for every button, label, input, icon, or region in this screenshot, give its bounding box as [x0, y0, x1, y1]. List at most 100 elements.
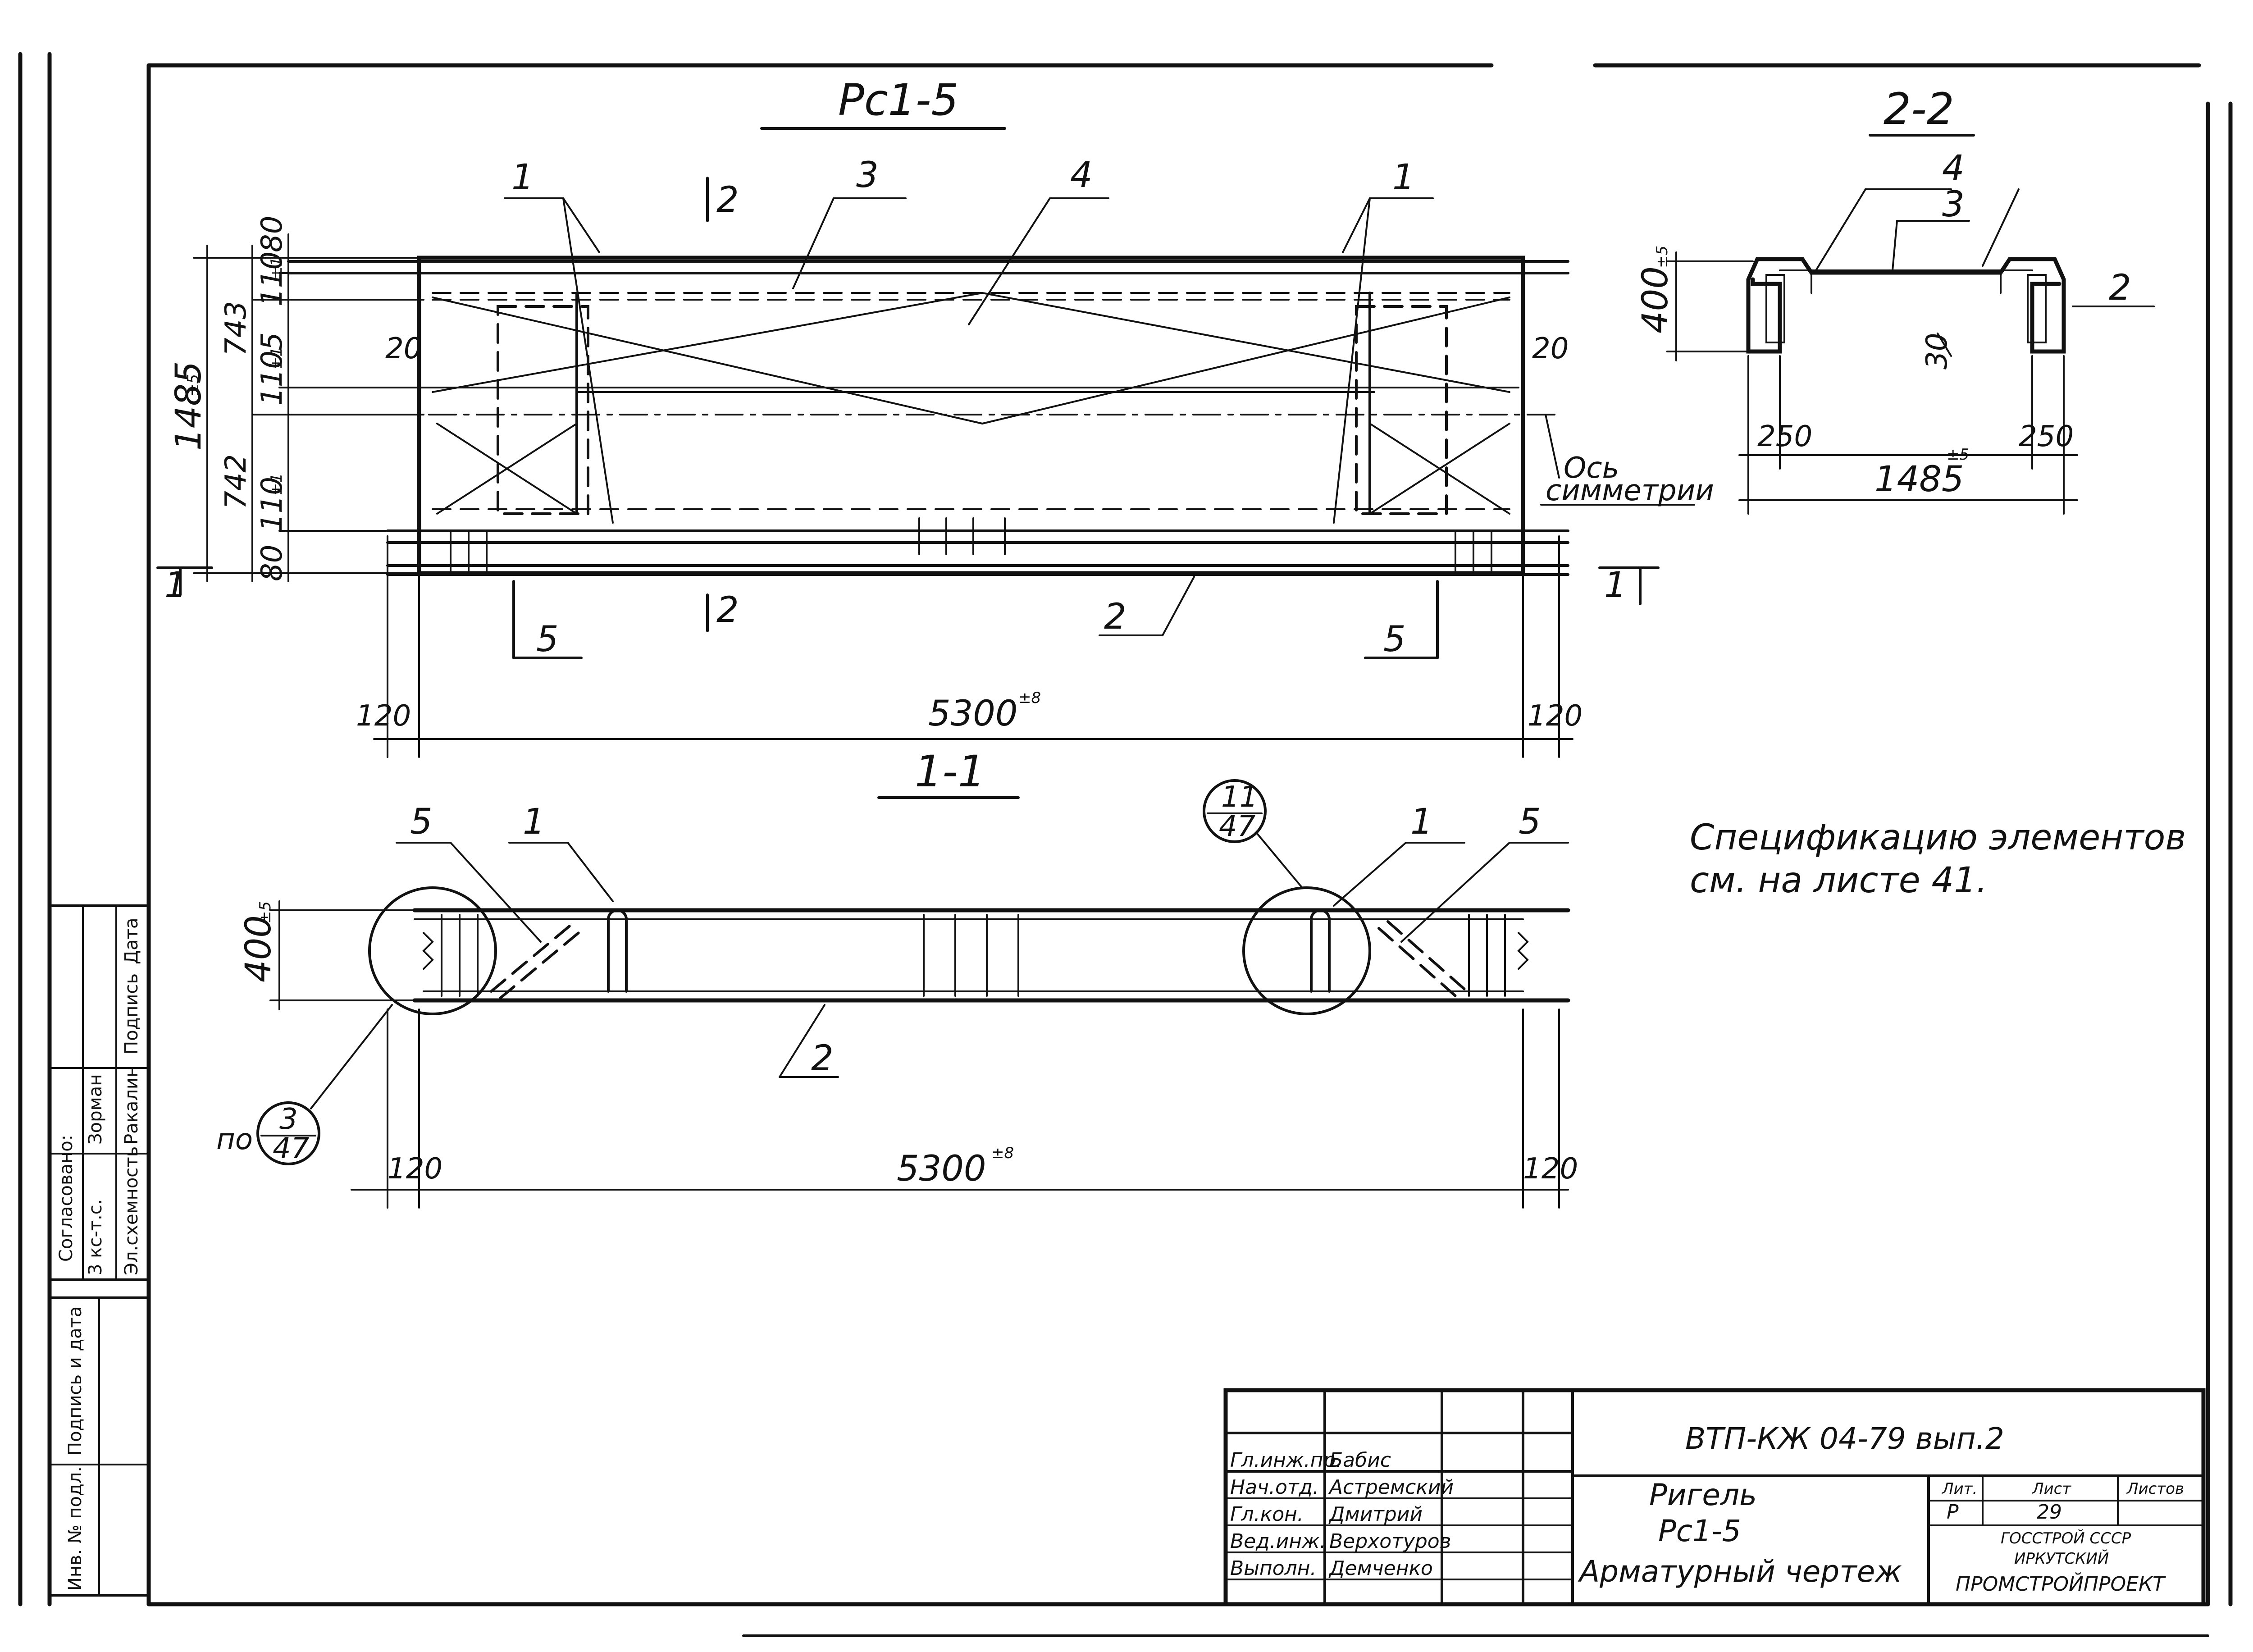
tb-org-2: ИРКУТСКИЙ: [2014, 1549, 2109, 1568]
tb-name-1: Бабис: [1329, 1449, 1391, 1472]
stamp-row6: Дата: [121, 917, 142, 964]
section-1-1: 1-1 5 1: [216, 746, 1578, 1209]
sec11-callout-5-right: 5: [1519, 802, 1541, 842]
plan-callout-5-right: 5: [1383, 619, 1406, 660]
detail-ref-1-top: 11: [1221, 780, 1258, 814]
tb-role-5: Выполн.: [1230, 1557, 1317, 1580]
plan-dim-v6-tol: ±1: [268, 473, 286, 496]
plan-dim-end-right: 120: [1528, 699, 1583, 733]
sec22-dim-height: 400: [1635, 266, 1676, 333]
sec22-dim-tol: ±5: [1947, 446, 1969, 464]
inventory-strip: Инв. № подл. Подпись и дата: [48, 1296, 150, 1597]
sec11-callout-2: 2: [811, 1038, 834, 1079]
tb-name-3: Дмитрий: [1328, 1503, 1423, 1526]
axis-label-2: симметрии: [1546, 474, 1714, 507]
sec22-dim-right: 250: [2019, 420, 2074, 453]
tb-stage: Р: [1947, 1501, 1959, 1524]
tb-name-4: Верхотуров: [1329, 1530, 1451, 1553]
tb-title-2: Рс1-5: [1658, 1514, 1741, 1548]
plan-section-1-right: 1: [1604, 565, 1627, 606]
tb-sheet: 29: [2037, 1501, 2062, 1524]
plan-dim-v4: 1105: [255, 332, 289, 406]
plan-dim-height: 1485: [169, 361, 209, 451]
plan-dim-end-left: 120: [356, 699, 411, 733]
tb-title-1: Ригель: [1649, 1478, 1757, 1512]
plan-stirrups: [450, 517, 1492, 573]
stamp-row3: Эл.схемность: [121, 1146, 142, 1275]
sec11-dim-end-right: 120: [1523, 1152, 1578, 1186]
detail-ref-3-47: по 3 47: [216, 1004, 393, 1165]
note-line-1: Спецификацию элементов: [1690, 817, 2186, 858]
stamp-row4: Ракалин: [121, 1066, 142, 1145]
plan-callout-3: 3: [856, 155, 879, 196]
plan-dim-side-right: 20: [1532, 332, 1569, 365]
plan-dim-v4-tol: ±1: [268, 347, 286, 370]
sec11-callout-5-left: 5: [410, 802, 433, 842]
detail-ref-1-bottom: 47: [1219, 810, 1256, 843]
plan-callout-1-right: 1: [1392, 157, 1415, 198]
sec11-dim-height-tol: ±5: [256, 901, 274, 924]
tb-title-3: Арматурный чертеж: [1578, 1554, 1902, 1589]
tb-col-sheet: Лист: [2031, 1480, 2071, 1498]
tb-role-3: Гл.кон.: [1230, 1503, 1304, 1526]
plan-dim-length-value: 5300: [928, 694, 1018, 734]
sec22-callout-3: 3: [1942, 184, 1965, 225]
plan-dim-v2-tol: ±1: [268, 257, 286, 279]
sec11-dim-end-left: 120: [388, 1152, 442, 1186]
note-line-2: см. на листе 41.: [1690, 860, 1988, 901]
detail-ref-2-prefix: по: [216, 1123, 253, 1156]
plan-callout-4: 4: [1070, 155, 1093, 196]
sec22-dim-flange: 30: [1920, 333, 1954, 370]
tb-name-5: Демченко: [1328, 1557, 1433, 1580]
section-1-1-title: 1-1: [915, 746, 985, 797]
plan-dim-v1: 80: [255, 216, 289, 252]
plan-section-1-left: 1: [164, 565, 187, 606]
title-block: ВТП-КЖ 04-79 вып.2 Гл.инж.пр. Нач.отд. Г…: [1223, 1388, 2206, 1606]
plan-callout-1-left: 1: [511, 157, 534, 198]
tb-role-2: Нач.отд.: [1230, 1476, 1319, 1499]
detail-ref-2-top: 3: [279, 1103, 298, 1136]
plan-dim-v6: 110: [255, 477, 289, 532]
sec11-dim-length-tol: ±8: [991, 1144, 1014, 1162]
section-2-2: 2-2 400 ±5 4 3 2 30 250 250 ±: [1635, 84, 2155, 515]
plan-title: Рс1-5: [838, 75, 958, 125]
stamp-title: Согласовано:: [56, 1135, 77, 1262]
detail-ref-11-47: 11 47: [1203, 779, 1303, 889]
plan-callout-5-left: 5: [536, 619, 559, 660]
sec22-callout-4: 4: [1942, 148, 1965, 189]
approval-stamp: Согласовано: 3 кс-т.с. Эл.схемность Зорм…: [48, 904, 150, 1281]
section-2-2-title: 2-2: [1884, 84, 1954, 134]
detail-ref-2-bottom: 47: [273, 1132, 310, 1165]
plan-dim-height-tol: ±5: [184, 374, 202, 397]
spec-note: Спецификацию элементов см. на листе 41.: [1690, 817, 2186, 901]
plan-dim-length: 5300 ±8 120 120: [356, 535, 1583, 758]
sec22-dim-left: 250: [1757, 420, 1812, 453]
sec11-callout-1-right: 1: [1410, 802, 1433, 842]
stamp-row5: Подпись: [121, 973, 142, 1054]
tb-role-4: Вед.инж.: [1230, 1530, 1326, 1553]
tb-org-1: ГОССТРОЙ СССР: [2001, 1529, 2131, 1547]
plan-section-2-top: 2: [716, 180, 739, 220]
plan-dim-vertical: 1485 ±5 80 110 ±1 743 1105 ±1 742 110 ±1…: [169, 216, 1569, 582]
plan-view: Рс1-5: [156, 75, 1714, 758]
sheet-border: [18, 52, 2233, 1637]
tb-org-3: ПРОМСТРОЙПРОЕКТ: [1956, 1572, 2166, 1596]
sec22-dim-height-tol: ±5: [1653, 246, 1671, 268]
tb-name-2: Астремский: [1328, 1476, 1454, 1499]
tb-col-sheets: Листов: [2126, 1480, 2184, 1498]
strip-inv: Инв. № подл.: [65, 1466, 86, 1591]
plan-dim-side-left: 20: [385, 332, 422, 365]
sec11-callout-1-left: 1: [523, 802, 545, 842]
plan-section-2-bottom: 2: [716, 590, 739, 630]
axis-label-1: Ось: [1564, 452, 1619, 485]
plan-dim-v3: 743: [219, 301, 253, 356]
tb-code: ВТП-КЖ 04-79 вып.2: [1685, 1421, 2004, 1456]
stamp-row2: Зорман: [85, 1074, 106, 1145]
sec11-dim-height: 400: [238, 915, 279, 982]
plan-dim-length-tol: ±8: [1018, 689, 1041, 707]
tb-col-stage: Лит.: [1941, 1480, 1977, 1498]
strip-sign: Подпись и дата: [65, 1306, 86, 1456]
sec22-callout-2: 2: [2109, 268, 2131, 308]
plan-dim-v7: 80: [255, 545, 289, 581]
